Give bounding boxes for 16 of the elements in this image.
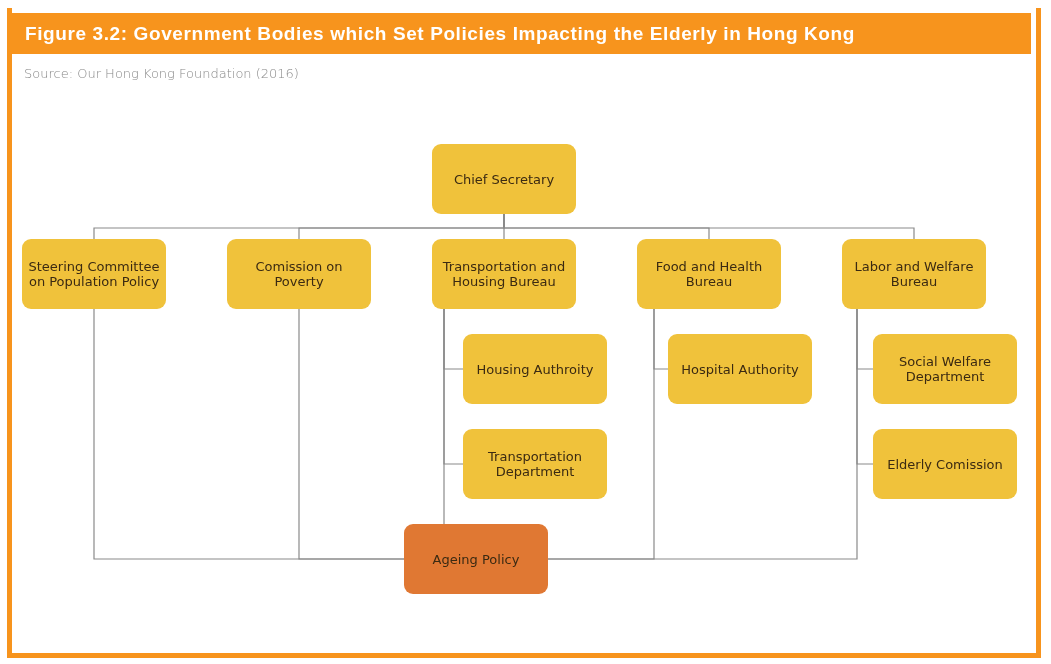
policy-box: Ageing Policy <box>404 524 548 594</box>
source-note: Source: Our Hong Kong Foundation (2016) <box>24 66 299 81</box>
connector-line <box>443 308 445 525</box>
organization-box: Social Welfare Department <box>873 334 1017 404</box>
organization-box: Comission on Poverty <box>227 239 371 309</box>
connector-line <box>298 308 405 560</box>
connector-line <box>547 308 858 560</box>
organization-box: Chief Secretary <box>432 144 576 214</box>
organization-box: Steering Committee on Population Policy <box>22 239 166 309</box>
organization-box: Hospital Authority <box>668 334 812 404</box>
organization-box: Elderly Comission <box>873 429 1017 499</box>
organization-box: Transportation Department <box>463 429 607 499</box>
organization-box: Housing Authroity <box>463 334 607 404</box>
organization-box: Labor and Welfare Bureau <box>842 239 986 309</box>
organization-box: Food and Health Bureau <box>637 239 781 309</box>
organization-box: Transportation and Housing Bureau <box>432 239 576 309</box>
